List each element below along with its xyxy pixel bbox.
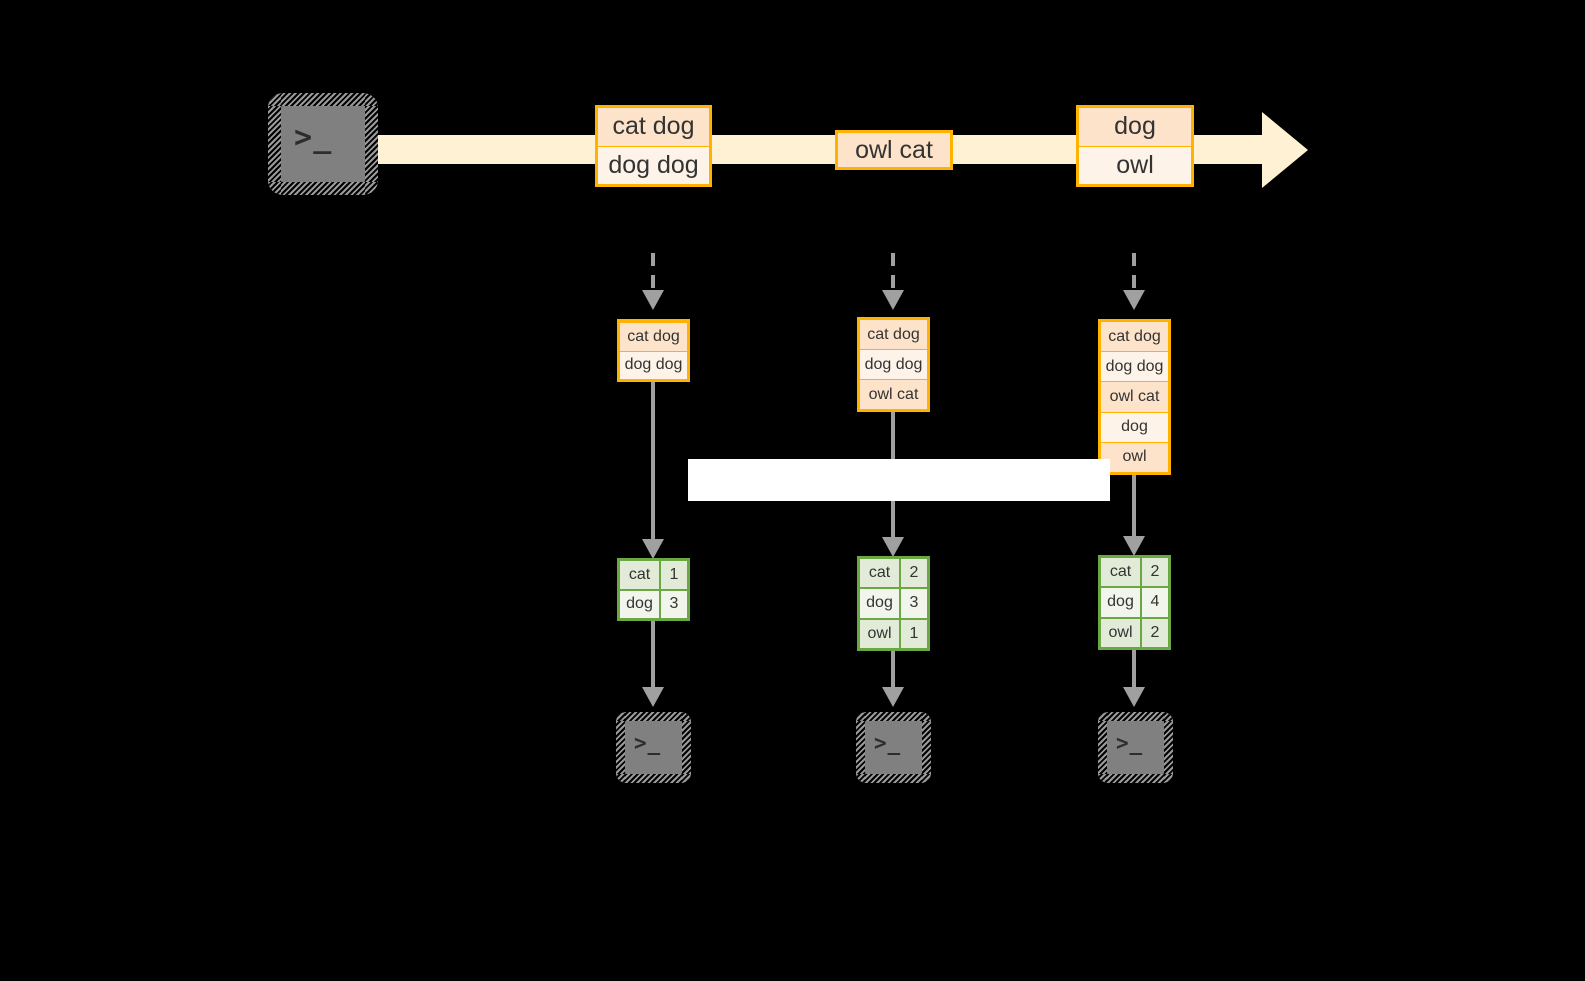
trigger-2-sink-line — [891, 651, 895, 696]
trigger-1-sink-terminal-icon[interactable]: >_ — [616, 712, 691, 783]
stream-arrow-head — [1262, 112, 1308, 188]
result-count: 2 — [1150, 563, 1160, 581]
trigger-3-result-table[interactable]: cat 2 dog 4 owl 2 — [1098, 555, 1171, 650]
trigger-3-input-box[interactable]: cat dog dog dog owl cat dog owl — [1098, 319, 1171, 475]
result-count: 3 — [669, 595, 679, 613]
record-line: owl — [1079, 145, 1191, 184]
record-line: dog dog — [620, 350, 687, 379]
stream-batch-2[interactable]: owl cat — [835, 130, 953, 170]
table-row: cat 2 — [860, 559, 927, 588]
trigger-3-sink-line — [1132, 650, 1136, 696]
table-row: owl 1 — [860, 617, 927, 648]
result-word: dog — [860, 589, 901, 618]
table-row: owl 2 — [1101, 616, 1168, 647]
result-count: 2 — [909, 564, 919, 582]
result-count: 1 — [909, 624, 919, 642]
record-line: dog — [1079, 108, 1191, 146]
query-label: word count query — [803, 461, 1053, 498]
trigger-3-sink-terminal-icon[interactable]: >_ — [1098, 712, 1173, 783]
table-row: cat 1 — [620, 561, 687, 589]
result-count: 2 — [1150, 623, 1160, 641]
terminal-body — [625, 721, 682, 774]
record-line: owl cat — [860, 379, 927, 409]
stream-batch-1[interactable]: cat dog dog dog — [595, 105, 712, 187]
trigger-2-query-arrowhead — [882, 537, 904, 557]
record-line: dog — [1101, 411, 1168, 442]
record-line: owl — [1101, 441, 1168, 473]
terminal-prompt-glyph: >_ — [874, 731, 901, 755]
stream-batch-3[interactable]: dog owl — [1076, 105, 1194, 187]
result-word: cat — [1101, 558, 1142, 587]
record-line: cat dog — [860, 320, 927, 349]
source-terminal-icon[interactable]: >_ — [268, 93, 378, 195]
trigger-1-sink-arrowhead — [642, 687, 664, 707]
result-word: owl — [860, 619, 901, 648]
table-row: dog 3 — [620, 588, 687, 618]
trigger-3-tick-line — [1132, 253, 1136, 293]
trigger-1-input-box[interactable]: cat dog dog dog — [617, 319, 690, 382]
result-count: 4 — [1150, 593, 1160, 611]
terminal-prompt-glyph: >_ — [634, 731, 661, 755]
trigger-1-tick-arrowhead — [642, 290, 664, 310]
record-line: cat dog — [620, 322, 687, 351]
record-line: owl cat — [838, 133, 950, 167]
result-word: owl — [1101, 618, 1142, 647]
trigger-2-result-table[interactable]: cat 2 dog 3 owl 1 — [857, 556, 930, 651]
trigger-2-sink-terminal-icon[interactable]: >_ — [856, 712, 931, 783]
terminal-body — [281, 106, 365, 182]
record-line: dog dog — [598, 145, 709, 184]
table-row: dog 3 — [860, 587, 927, 618]
trigger-3-sink-arrowhead — [1123, 687, 1145, 707]
result-count: 1 — [669, 565, 679, 583]
trigger-2-input-box[interactable]: cat dog dog dog owl cat — [857, 317, 930, 412]
trigger-2-tick-line — [891, 253, 895, 293]
trigger-3-query-arrowhead — [1123, 536, 1145, 556]
terminal-prompt-glyph: >_ — [294, 120, 333, 155]
result-word: dog — [620, 590, 661, 618]
record-line: cat dog — [598, 108, 709, 146]
trigger-1-tick-line — [651, 253, 655, 293]
record-line: owl cat — [1101, 381, 1168, 412]
trigger-2-sink-arrowhead — [882, 687, 904, 707]
trigger-1-query-line — [651, 382, 655, 550]
record-line: cat dog — [1101, 322, 1168, 352]
result-word: dog — [1101, 588, 1142, 617]
trigger-1-result-table[interactable]: cat 1 dog 3 — [617, 558, 690, 621]
record-line: dog dog — [860, 349, 927, 379]
terminal-body — [865, 721, 922, 774]
trigger-2-tick-arrowhead — [882, 290, 904, 310]
result-count: 3 — [909, 594, 919, 612]
terminal-prompt-glyph: >_ — [1116, 731, 1143, 755]
trigger-1-query-arrowhead — [642, 539, 664, 559]
record-line: dog dog — [1101, 351, 1168, 382]
trigger-3-query-line — [1132, 475, 1136, 547]
result-word: cat — [860, 559, 901, 588]
query-label-band: word count query — [688, 459, 1110, 501]
trigger-1-sink-line — [651, 621, 655, 696]
table-row: cat 2 — [1101, 558, 1168, 587]
result-word: cat — [620, 561, 661, 589]
terminal-body — [1107, 721, 1164, 774]
trigger-3-tick-arrowhead — [1123, 290, 1145, 310]
table-row: dog 4 — [1101, 586, 1168, 617]
